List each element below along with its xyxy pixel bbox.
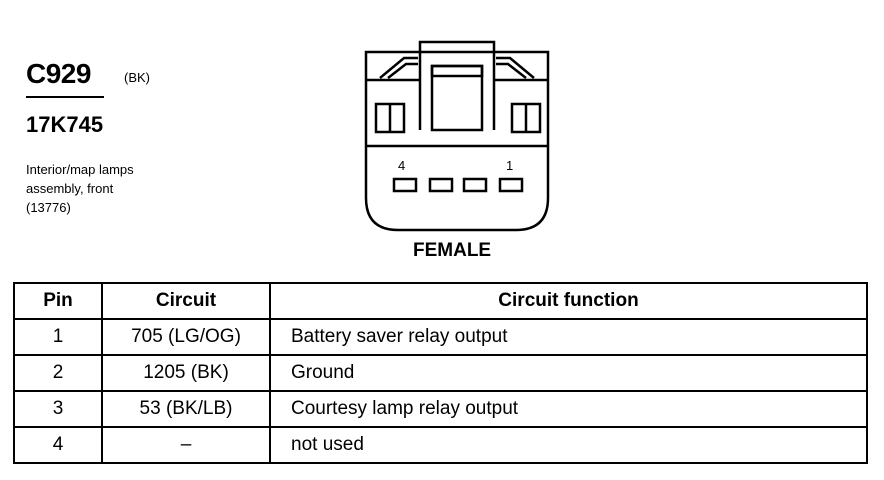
table-header-row: Pin Circuit Circuit function bbox=[13, 282, 868, 320]
pin-label-1: 1 bbox=[506, 158, 513, 173]
description-line: assembly, front bbox=[26, 181, 114, 196]
circuit-cell: 1205 (BK) bbox=[101, 354, 271, 392]
connector-body bbox=[364, 50, 550, 232]
function-cell: Courtesy lamp relay output bbox=[269, 390, 868, 428]
function-cell: Battery saver relay output bbox=[269, 318, 868, 356]
pin-cell: 3 bbox=[13, 390, 103, 428]
pin-cell: 2 bbox=[13, 354, 103, 392]
table-row: 2 1205 (BK) Ground bbox=[13, 354, 868, 392]
component-description: Interior/map lamps assembly, front (1377… bbox=[26, 160, 134, 217]
circuit-cell: 53 (BK/LB) bbox=[101, 390, 271, 428]
terminal-cavity-1 bbox=[498, 177, 524, 193]
terminal-cavity-4 bbox=[392, 177, 418, 193]
column-header-pin: Pin bbox=[13, 282, 103, 320]
table-row: 3 53 (BK/LB) Courtesy lamp relay output bbox=[13, 390, 868, 428]
function-cell: Ground bbox=[269, 354, 868, 392]
terminal-cavity-3 bbox=[428, 177, 454, 193]
column-header-circuit: Circuit bbox=[101, 282, 271, 320]
pin-cell: 4 bbox=[13, 426, 103, 464]
connector-face-diagram: 4 1 bbox=[364, 40, 550, 232]
description-line: Interior/map lamps bbox=[26, 162, 134, 177]
description-line: (13776) bbox=[26, 200, 71, 215]
right-latch bbox=[496, 56, 535, 79]
function-cell: not used bbox=[269, 426, 868, 464]
pin-cell: 1 bbox=[13, 318, 103, 356]
circuit-cell: 705 (LG/OG) bbox=[101, 318, 271, 356]
connector-id: C929 bbox=[26, 58, 91, 89]
column-header-function: Circuit function bbox=[269, 282, 868, 320]
part-number: 17K745 bbox=[26, 112, 104, 137]
terminal-cavity-2 bbox=[462, 177, 488, 193]
pin-table: Pin Circuit Circuit function 1 705 (LG/O… bbox=[13, 282, 868, 464]
table-row: 4 – not used bbox=[13, 426, 868, 464]
lock-window-inner bbox=[430, 64, 484, 78]
right-latch-inner bbox=[496, 62, 527, 79]
left-latch bbox=[379, 56, 418, 79]
connector-color-code: (BK) bbox=[124, 70, 150, 85]
circuit-cell: – bbox=[101, 426, 271, 464]
view-label: FEMALE bbox=[413, 240, 492, 261]
title-divider bbox=[26, 96, 104, 98]
pin-label-4: 4 bbox=[398, 158, 405, 173]
table-row: 1 705 (LG/OG) Battery saver relay output bbox=[13, 318, 868, 356]
left-latch-inner bbox=[387, 62, 418, 79]
connector-lock-tab bbox=[418, 40, 496, 52]
